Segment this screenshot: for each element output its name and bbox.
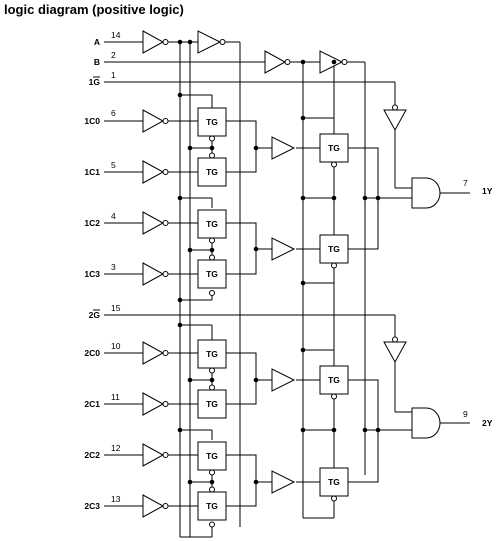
inverter-1C3 <box>142 262 165 286</box>
tg-stage2-2-lower <box>319 467 349 497</box>
tg-label: TG <box>206 349 218 359</box>
tg-label: TG <box>328 375 340 385</box>
inverter-1G <box>383 109 407 132</box>
pin-number-2G: 15 <box>111 303 121 313</box>
and-gate-2Y <box>411 407 441 439</box>
pin-number-2C0: 10 <box>111 341 121 351</box>
inverter-1C0 <box>142 109 165 133</box>
pin-number-1C1: 5 <box>111 160 116 170</box>
tg-1c1 <box>197 157 227 187</box>
tg-label: TG <box>328 477 340 487</box>
signal-label-2C2: 2C2 <box>84 450 100 460</box>
wires <box>104 41 470 538</box>
pin-number-A: 14 <box>111 30 121 40</box>
pin-number-2Y: 9 <box>463 409 468 419</box>
tg-label: TG <box>206 501 218 511</box>
pin-number-1C0: 6 <box>111 108 116 118</box>
signal-label-B: B <box>94 57 100 67</box>
signal-label-1C0: 1C0 <box>84 116 100 126</box>
signal-label-1C2: 1C2 <box>84 218 100 228</box>
page-title: logic diagram (positive logic) <box>4 2 184 17</box>
and-gate-1Y <box>411 177 441 209</box>
pin-number-B: 2 <box>111 50 116 60</box>
tg-stage2-2-upper <box>319 365 349 395</box>
signal-label-2C3: 2C3 <box>84 501 100 511</box>
buffer-2-upper <box>271 368 296 392</box>
input-labels: A 14 B 2 1G 1 1C0 6 1C1 5 1C2 4 1C3 3 2G… <box>84 30 120 511</box>
tg-2c1 <box>197 389 227 419</box>
signal-label-1C1: 1C1 <box>84 167 100 177</box>
buffer-2-lower <box>271 470 296 494</box>
pin-number-2C1: 11 <box>111 392 120 402</box>
inverter-1C2 <box>142 211 165 235</box>
tg-label: TG <box>206 167 218 177</box>
signal-label-2C1: 2C1 <box>84 399 100 409</box>
buffer-A <box>197 30 222 54</box>
tg-2c2 <box>197 441 227 471</box>
gates <box>142 30 441 518</box>
signal-label-A: A <box>94 37 100 47</box>
signal-label-1C3: 1C3 <box>84 269 100 279</box>
pin-number-2C2: 12 <box>111 443 121 453</box>
tg-label: TG <box>206 269 218 279</box>
buffer-1-upper <box>271 136 296 160</box>
inverter-1C1 <box>142 160 165 184</box>
tg-stage2-1-upper <box>319 133 349 163</box>
tg-2c0 <box>197 339 227 369</box>
tg-1c2 <box>197 209 227 239</box>
inverter-2C1 <box>142 392 165 416</box>
signal-label-1Y: 1Y <box>482 186 493 196</box>
tg-label: TG <box>206 451 218 461</box>
buffer-B <box>319 50 344 74</box>
inverter-2C0 <box>142 341 165 365</box>
pin-number-1C2: 4 <box>111 211 116 221</box>
signal-label-1G: 1G <box>89 77 101 87</box>
tg-label: TG <box>328 244 340 254</box>
signal-label-2Y: 2Y <box>482 418 493 428</box>
inverter-2C3 <box>142 494 165 518</box>
transmission-gates: TG TG TG TG TG TG TG TG TG TG TG <box>197 107 349 528</box>
pin-number-1Y: 7 <box>463 178 468 188</box>
tg-1c3 <box>197 259 227 289</box>
tg-label: TG <box>328 143 340 153</box>
buffer-1-lower <box>271 237 296 261</box>
pin-number-2C3: 13 <box>111 494 121 504</box>
pin-number-1C3: 3 <box>111 262 116 272</box>
junction-dots <box>177 39 381 485</box>
inverter-2G <box>383 341 407 364</box>
tg-label: TG <box>206 117 218 127</box>
pin-number-1G: 1 <box>111 70 116 80</box>
inverter-B <box>264 50 287 74</box>
tg-label: TG <box>206 399 218 409</box>
inverter-2C2 <box>142 443 165 467</box>
signal-label-2G: 2G <box>89 310 101 320</box>
tg-label: TG <box>206 219 218 229</box>
output-labels: 7 1Y 9 2Y <box>463 178 493 428</box>
signal-label-2C0: 2C0 <box>84 348 100 358</box>
inverter-A <box>142 30 165 54</box>
